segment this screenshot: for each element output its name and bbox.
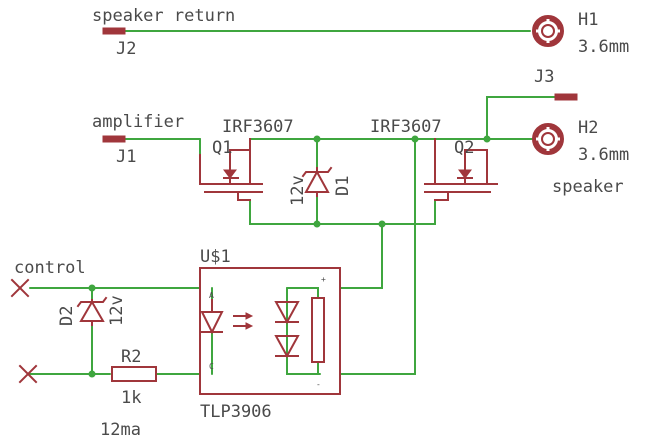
resistor-r2: [111, 366, 157, 382]
label-speaker-return: speaker return: [92, 6, 235, 26]
label-u1-part: TLP3906: [200, 402, 272, 422]
label-h1: H1: [578, 10, 598, 30]
label-j1: J1: [116, 147, 136, 167]
label-d1: D1: [333, 176, 353, 196]
control-input-cross: [10, 278, 30, 298]
label-d1-value: 12v: [288, 175, 308, 206]
connector-j1: [102, 135, 126, 143]
label-amplifier: amplifier: [92, 112, 184, 132]
wires: [29, 30, 556, 375]
label-q2-part: IRF3607: [370, 117, 442, 137]
label-current: 12ma: [100, 420, 141, 440]
mosfet-q2: [424, 138, 498, 201]
zener-diode-d1: [301, 166, 333, 197]
label-r2-value: 1k: [121, 388, 141, 408]
label-h2: H2: [578, 118, 598, 138]
label-r2: R2: [121, 347, 141, 367]
label-j2: J2: [116, 39, 136, 59]
label-pin-plus: +: [321, 275, 326, 284]
label-q2: Q2: [454, 138, 474, 158]
mounting-hole-h1: [532, 15, 564, 47]
label-pin-c: C: [209, 362, 214, 371]
label-pin-a: A: [209, 291, 214, 300]
label-d2: D2: [57, 306, 77, 326]
junction-dots: [88, 135, 491, 378]
label-u1: U$1: [200, 247, 231, 267]
label-h2-size: 3.6mm: [578, 145, 629, 165]
optocoupler-u1: [199, 267, 341, 395]
label-q1: Q1: [212, 138, 232, 158]
label-j3: J3: [534, 67, 554, 87]
label-pin-minus: -: [316, 380, 321, 389]
zener-diode-d2: [76, 296, 108, 326]
label-d2-value: 12v: [107, 295, 127, 326]
ground-input-cross: [18, 364, 38, 384]
mounting-hole-h2: [532, 123, 564, 155]
label-q1-part: IRF3607: [222, 117, 294, 137]
label-h1-size: 3.6mm: [578, 37, 629, 57]
connector-j3: [554, 93, 578, 101]
label-speaker: speaker: [552, 177, 624, 197]
mosfet-q1: [199, 138, 263, 201]
label-control: control: [14, 258, 86, 278]
connector-j2: [102, 27, 126, 35]
